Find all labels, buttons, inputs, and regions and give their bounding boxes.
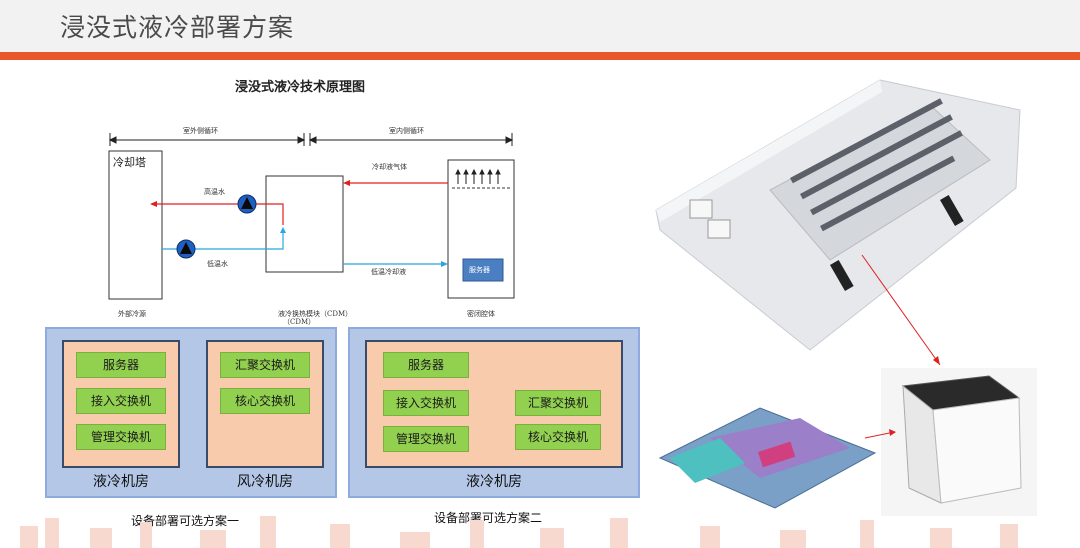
low-temp-water-label: 低温水 <box>207 260 228 268</box>
access-switch-item: 接入交换机 <box>383 390 469 416</box>
high-temp-water-label: 高温水 <box>204 188 225 196</box>
cooling-tower-label: 冷却塔 <box>113 156 146 169</box>
liquid-cooling-room: 服务器 接入交换机 管理交换机 汇聚交换机 核心交换机 <box>365 340 623 468</box>
aggregation-switch-item: 汇聚交换机 <box>515 390 601 416</box>
aggregation-switch-item: 汇聚交换机 <box>220 352 310 378</box>
header-bar: 浸没式液冷部署方案 <box>0 0 1080 52</box>
pump-icon <box>176 239 196 259</box>
access-switch-item: 接入交换机 <box>76 388 166 414</box>
liquid-room-name: 液冷机房 <box>466 474 522 490</box>
liquid-cooling-room: 服务器 接入交换机 管理交换机 <box>62 340 180 468</box>
scheme-one-panel: 服务器 接入交换机 管理交换机 液冷机房 汇聚交换机 核心交换机 风冷机房 <box>45 327 337 498</box>
liquid-room-name: 液冷机房 <box>93 474 149 490</box>
air-room-name: 风冷机房 <box>237 474 293 490</box>
diagram-title: 浸没式液冷技术原理图 <box>234 80 365 95</box>
management-switch-item: 管理交换机 <box>76 424 166 450</box>
server-item: 服务器 <box>76 352 166 378</box>
indoor-loop-label: 室内侧循环 <box>389 127 424 135</box>
server-block-label: 服务器 <box>469 266 490 274</box>
cdm-label-line2: （CDM） <box>283 318 316 326</box>
vapor-label: 冷却液气体 <box>372 163 407 171</box>
scheme-one-caption: 设备部署可选方案一 <box>130 514 239 528</box>
principle-diagram <box>108 133 515 300</box>
server-item: 服务器 <box>383 352 469 378</box>
core-switch-item: 核心交换机 <box>515 424 601 450</box>
immersion-tank-image <box>881 368 1037 516</box>
scheme-two-caption: 设备部署可选方案二 <box>433 511 542 525</box>
scheme-two-panel: 服务器 接入交换机 管理交换机 汇聚交换机 核心交换机 液冷机房 <box>348 327 640 498</box>
datacenter-render-image <box>655 79 1021 351</box>
outdoor-loop-label: 室外侧循环 <box>183 127 218 135</box>
sealed-tank-label: 密闭腔体 <box>467 310 495 318</box>
core-switch-item: 核心交换机 <box>220 388 310 414</box>
low-temp-coolant-label: 低温冷却液 <box>371 268 406 276</box>
management-switch-item: 管理交换机 <box>383 426 469 452</box>
external-cooling-label: 外部冷源 <box>118 310 146 318</box>
skyline-decoration <box>20 516 1018 548</box>
page-title: 浸没式液冷部署方案 <box>60 13 295 42</box>
air-cooling-room: 汇聚交换机 核心交换机 <box>206 340 324 468</box>
accent-bar <box>0 52 1080 60</box>
server-board-image <box>658 407 877 509</box>
pump-icon <box>237 194 257 214</box>
cdm-label: 液冷换热模块（CDM） <box>278 310 353 318</box>
